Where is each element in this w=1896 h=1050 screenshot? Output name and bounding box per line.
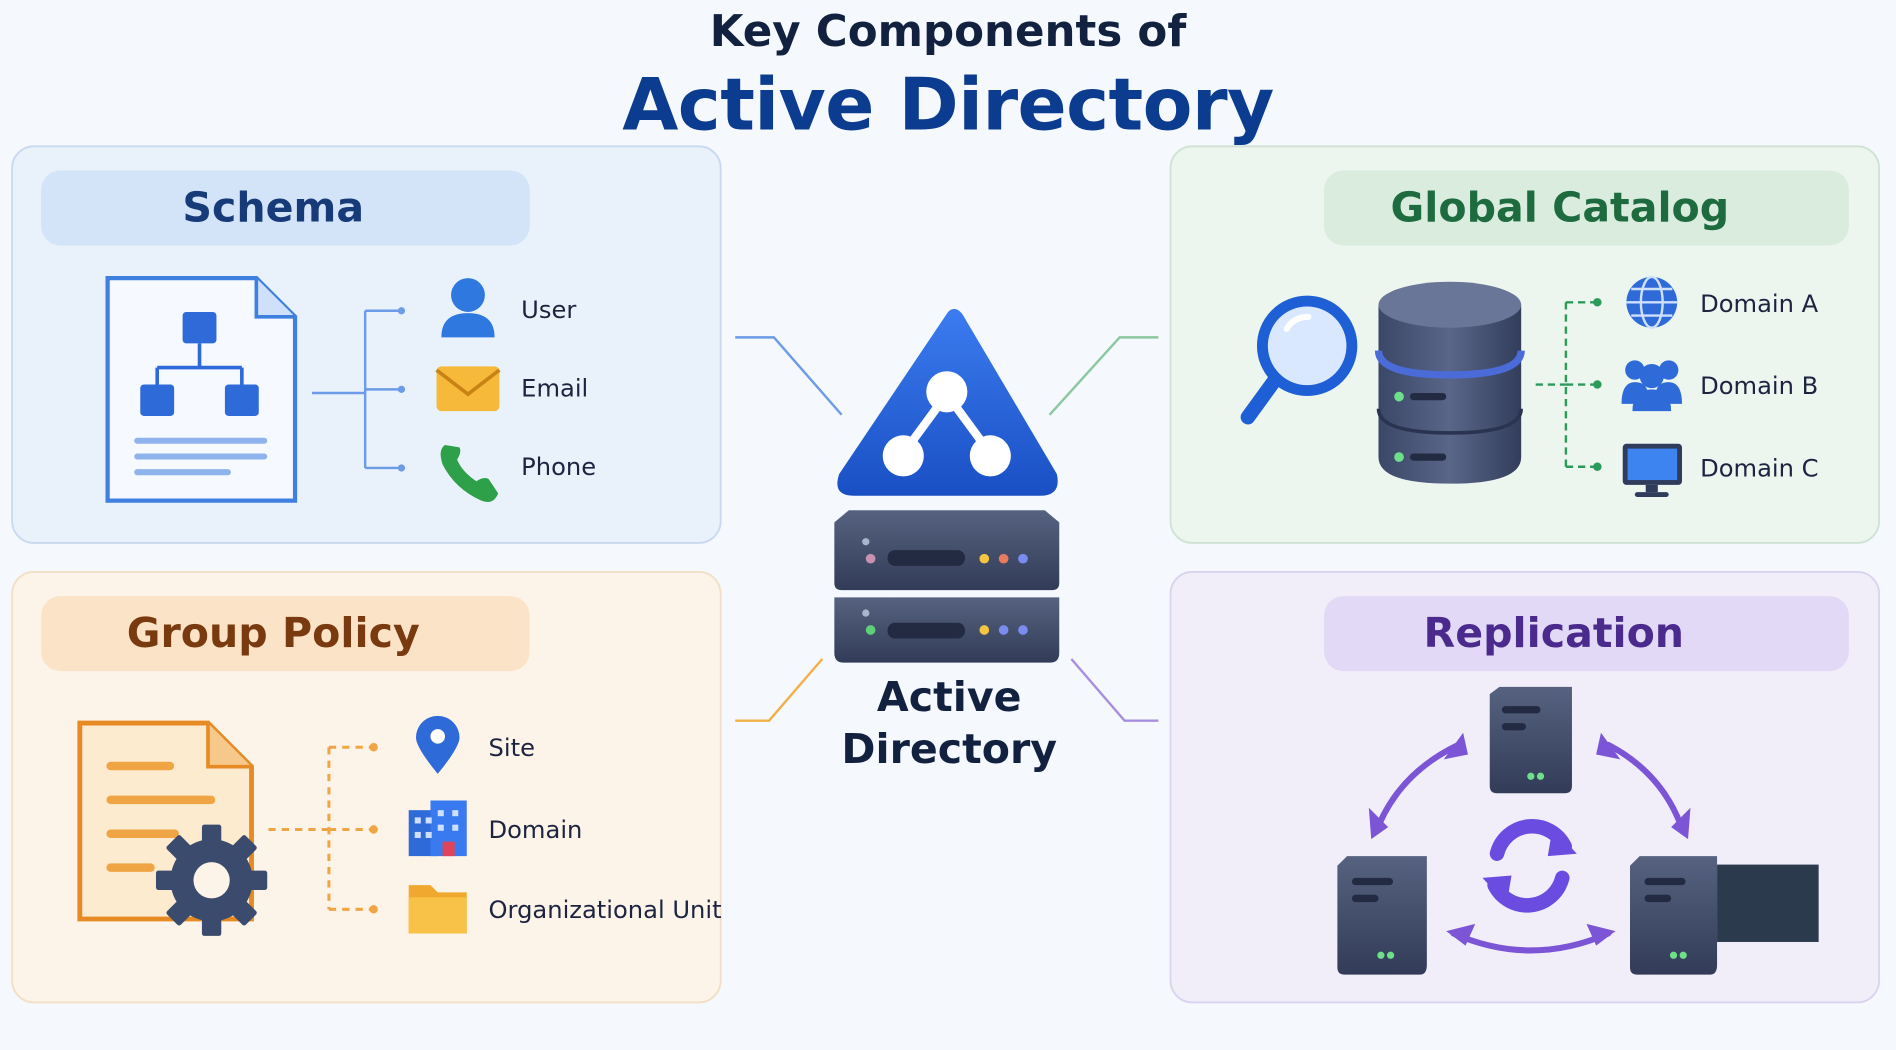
schema-item-user: User — [521, 295, 577, 325]
title-line-2: Active Directory — [622, 62, 1274, 148]
database-icon — [1374, 281, 1525, 484]
connector-replication — [1070, 658, 1159, 722]
monitor-icon — [1622, 443, 1682, 497]
replication-heading: Replication — [1423, 609, 1685, 658]
connector-global-catalog — [1048, 336, 1159, 416]
global-catalog-heading: Global Catalog — [1390, 183, 1730, 233]
center-label-line-2: Directory — [841, 725, 1058, 774]
schema-item-phone: Phone — [521, 452, 597, 482]
center-label-line-1: Active — [876, 673, 1022, 722]
email-icon — [435, 366, 501, 412]
building-icon — [408, 800, 467, 857]
schema-document-icon — [105, 275, 298, 503]
policy-tree-dots — [369, 743, 378, 914]
folder-icon — [408, 885, 467, 934]
schema-heading-pill — [41, 170, 530, 246]
catalog-item-domain-c: Domain C — [1700, 453, 1819, 483]
policy-item-site: Site — [488, 732, 535, 762]
schema-item-email: Email — [521, 373, 589, 403]
user-icon — [441, 278, 495, 338]
connector-group-policy — [735, 658, 824, 722]
replication-dark-block — [1717, 864, 1819, 942]
phone-icon — [440, 444, 499, 502]
catalog-item-domain-b: Domain B — [1700, 371, 1819, 401]
schema-heading: Schema — [182, 183, 365, 233]
map-pin-icon — [415, 715, 460, 774]
active-directory-triangle-icon — [837, 308, 1058, 496]
group-policy-heading: Group Policy — [126, 609, 420, 658]
catalog-item-domain-a: Domain A — [1700, 288, 1819, 319]
policy-item-ou: Organizational Unit — [488, 894, 722, 924]
magnifier-icon — [1240, 295, 1358, 425]
policy-item-domain: Domain — [488, 815, 583, 845]
connector-schema — [735, 336, 843, 416]
gear-icon — [155, 824, 268, 936]
policy-tree-lines — [268, 745, 373, 911]
catalog-tree-lines — [1535, 301, 1597, 468]
title-line-1: Key Components of — [709, 7, 1187, 57]
users-group-icon — [1621, 360, 1682, 412]
replication-server-top-icon — [1489, 686, 1572, 794]
global-catalog-heading-pill — [1324, 170, 1849, 246]
active-directory-server-icon — [834, 510, 1060, 663]
globe-icon — [1626, 275, 1678, 329]
center-label: Active Directory — [774, 672, 1125, 776]
replication-server-left-icon — [1337, 856, 1427, 975]
schema-tree-lines — [311, 309, 402, 470]
replication-heading-pill — [1324, 596, 1849, 672]
replication-server-right-icon — [1630, 856, 1718, 975]
group-policy-heading-pill — [41, 596, 530, 672]
schema-tree-dots — [397, 307, 406, 472]
sync-arrowheads — [1482, 827, 1577, 905]
catalog-tree-dots — [1593, 298, 1602, 471]
